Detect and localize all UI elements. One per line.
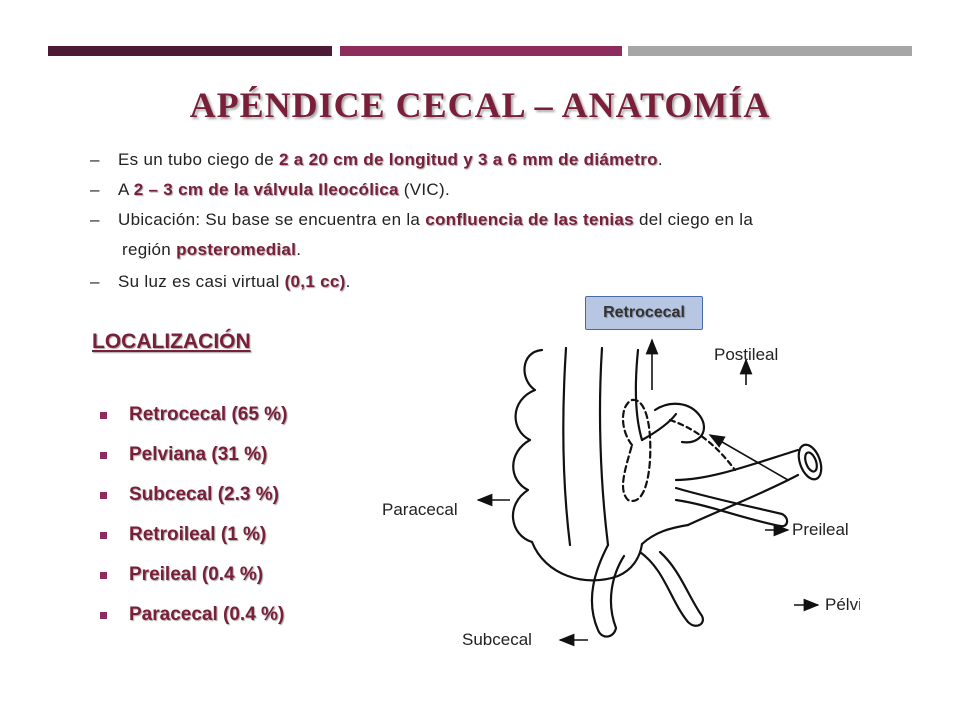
bullet-dash: –: [90, 150, 100, 169]
list-item: Preileal (0.4 %): [100, 555, 287, 595]
bullet-highlight: (0,1 cc): [284, 272, 346, 291]
localizacion-heading: LOCALIZACIÓN: [92, 330, 251, 353]
square-bullet-icon: [100, 411, 107, 419]
direction-arrows: [476, 338, 820, 647]
square-bullet-icon: [100, 571, 107, 579]
bullet-text: Ubicación: Su base se encuentra en la: [118, 210, 426, 229]
list-item: Subcecal (2.3 %): [100, 475, 287, 515]
bullet-text: .: [296, 240, 302, 259]
list-item: Retroileal (1 %): [100, 515, 287, 555]
bullet-1: –Es un tubo ciego de 2 a 20 cm de longit…: [90, 150, 663, 170]
square-bullet-icon: [100, 451, 107, 459]
postileal-label: Postileal: [714, 345, 778, 364]
bullet-text: región: [122, 240, 177, 259]
bullet-text: Su luz es casi virtual: [118, 272, 285, 291]
bullet-text: (VIC).: [398, 180, 450, 199]
bullet-text: Es un tubo ciego de: [118, 150, 280, 169]
list-item: Retrocecal (65 %): [100, 395, 287, 435]
bullet-text: .: [657, 150, 663, 169]
pelvica-label: Pélvica: [825, 595, 860, 614]
bullet-3-continuation: región posteromedial.: [122, 240, 301, 260]
decor-bar-dark: [48, 46, 332, 56]
decor-bar-mid: [340, 46, 622, 56]
paracecal-label: Paracecal: [382, 500, 458, 519]
bullet-text: .: [345, 272, 351, 291]
list-item: Paracecal (0.4 %): [100, 595, 287, 635]
localizacion-list: Retrocecal (65 %) Pelviana (31 %) Subcec…: [100, 395, 287, 635]
bullet-highlight: 2 a 20 cm de longitud y 3 a 6 mm de diám…: [279, 150, 658, 169]
bullet-dash: –: [90, 272, 100, 291]
bullet-text: A: [118, 180, 134, 199]
bullet-text: del ciego en la: [633, 210, 754, 229]
subcecal-label: Subcecal: [462, 630, 532, 649]
square-bullet-icon: [100, 491, 107, 499]
bullet-highlight: confluencia de las tenias: [425, 210, 634, 229]
appendix-positions-diagram: Postileal Paracecal Preileal Pélvica Sub…: [382, 338, 860, 649]
retrocecal-label-box: Retrocecal: [585, 296, 703, 330]
list-item: Pelviana (31 %): [100, 435, 287, 475]
decor-bar-gray: [628, 46, 912, 56]
bullet-dash: –: [90, 210, 100, 229]
bullet-highlight: 2 – 3 cm de la válvula Ileocólica: [133, 180, 399, 199]
bullet-highlight: posteromedial: [176, 240, 297, 259]
bullet-dash: –: [90, 180, 100, 199]
bullet-3: –Ubicación: Su base se encuentra en la c…: [90, 210, 753, 230]
square-bullet-icon: [100, 611, 107, 619]
bullet-2: –A 2 – 3 cm de la válvula Ileocólica (VI…: [90, 180, 450, 200]
cecum-outline: [511, 346, 823, 638]
slide-title: APÉNDICE CECAL – ANATOMÍA: [189, 85, 771, 125]
bullet-4: –Su luz es casi virtual (0,1 cc).: [90, 272, 351, 292]
preileal-label: Preileal: [792, 520, 849, 539]
square-bullet-icon: [100, 531, 107, 539]
